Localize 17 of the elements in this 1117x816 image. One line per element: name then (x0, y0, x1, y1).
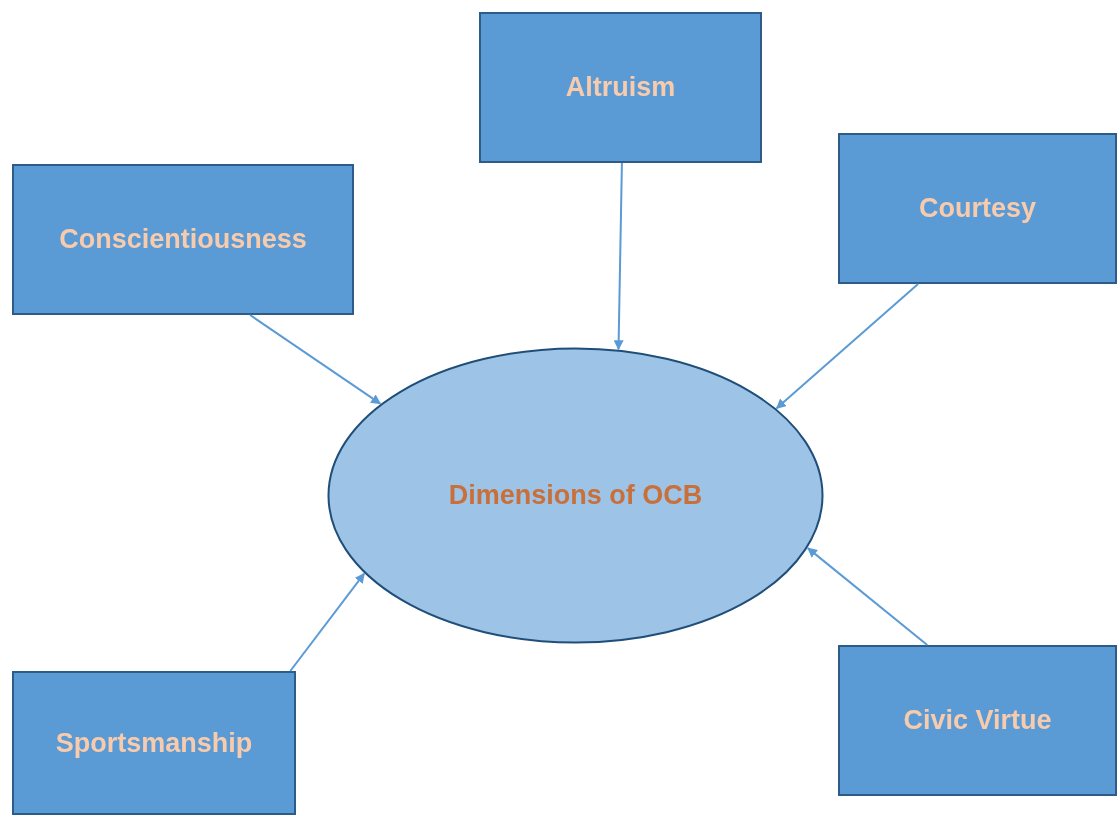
arrow (249, 314, 382, 405)
process-box (12, 164, 354, 315)
arrow (613, 162, 624, 351)
arrow (289, 572, 366, 672)
process-box (838, 133, 1117, 284)
node-label: Dimensions of OCB (448, 480, 703, 511)
node-label: Courtesy (919, 193, 1036, 224)
node-label: Conscientiousness (59, 224, 307, 255)
ellipse-node (327, 347, 824, 644)
process-box (838, 645, 1117, 796)
process-box (12, 671, 296, 815)
node-label: Civic Virtue (903, 705, 1052, 736)
arrow (806, 547, 929, 646)
node-label: Altruism (565, 72, 676, 103)
node-label: Sportsmanship (55, 727, 253, 759)
process-box (479, 12, 762, 163)
arrow (775, 283, 920, 410)
